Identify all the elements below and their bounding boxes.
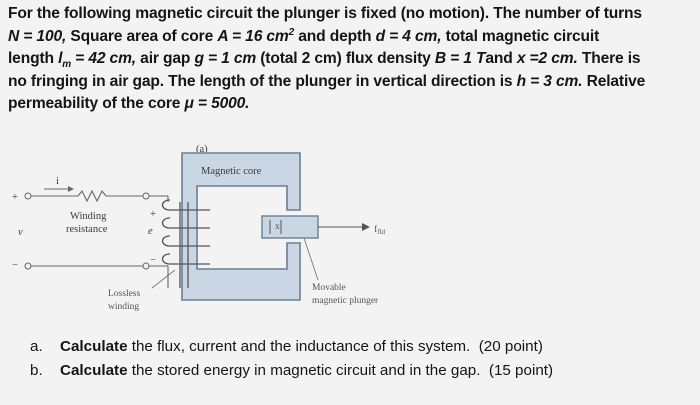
circuit-wires: [28, 189, 169, 288]
questions-list: a. Calculate the flux, current and the i…: [30, 335, 690, 383]
problem-line-5: permeability of the core μ = 5000.: [8, 95, 250, 113]
x-value: x =2 cm.: [516, 50, 578, 68]
question-b: b. Calculate the stored energy in magnet…: [30, 359, 690, 383]
current-arrowhead: [68, 186, 74, 192]
question-label: a.: [30, 338, 43, 355]
minus-left: −: [12, 260, 18, 271]
problem-line-2: N = 100, Square area of core A = 16 cm2 …: [8, 26, 600, 45]
force-label: ffld: [374, 224, 385, 236]
lossless-leader: [151, 269, 176, 289]
question-text: Calculate the stored energy in magnetic …: [60, 362, 554, 379]
terminal-top-right: [142, 192, 150, 200]
problem-statement: For the following magnetic circuit the p…: [8, 3, 696, 116]
plus-left: +: [12, 192, 18, 203]
force-arrowhead: [362, 223, 370, 231]
mu-value: μ = 5000.: [184, 95, 250, 113]
minus-right: −: [150, 255, 156, 266]
flux-density-value: B = 1 T: [434, 50, 486, 68]
plunger-leader: [303, 237, 319, 281]
magnetic-circuit-figure: (a) Magnetic core x ffld i + v − + e −: [12, 144, 385, 312]
problem-line-1: For the following magnetic circuit the p…: [8, 5, 642, 22]
terminal-bottom-left: [24, 262, 32, 270]
x-label: x: [275, 222, 280, 232]
area-value: A = 16 cm2: [217, 26, 295, 45]
current-label: i: [56, 176, 59, 187]
length-value: lm = 42 cm,: [58, 50, 136, 71]
gap-value: g = 1 cm: [194, 50, 257, 68]
emf-label: e: [148, 226, 153, 237]
question-text: Calculate the flux, current and the indu…: [60, 338, 543, 355]
core-label: Magnetic core: [201, 166, 262, 177]
plus-right: +: [150, 209, 156, 220]
terminal-bottom-right: [142, 262, 150, 270]
plunger-label-2: magnetic plunger: [312, 296, 379, 306]
voltage-label: v: [18, 227, 23, 238]
turns-value: N = 100,: [8, 27, 67, 45]
magnetic-core: [181, 152, 301, 301]
lossless-label-2: winding: [108, 302, 139, 312]
coil-winding: [161, 199, 210, 288]
plunger-label-1: Movable: [312, 283, 346, 293]
problem-line-4: no fringing in air gap. The length of th…: [8, 72, 646, 90]
h-value: h = 3 cm.: [516, 72, 583, 90]
panel-label: (a): [196, 144, 208, 155]
problem-line-3: length lm = 42 cm, air gap g = 1 cm (tot…: [8, 50, 641, 71]
depth-value: d = 4 cm,: [375, 27, 442, 45]
terminal-top-left: [24, 192, 32, 200]
winding-resistance-label-1: Winding: [70, 211, 107, 222]
question-label: b.: [30, 362, 43, 379]
winding-resistance-label-2: resistance: [66, 224, 108, 235]
lossless-label-1: Lossless: [108, 289, 141, 299]
question-a: a. Calculate the flux, current and the i…: [30, 335, 690, 359]
